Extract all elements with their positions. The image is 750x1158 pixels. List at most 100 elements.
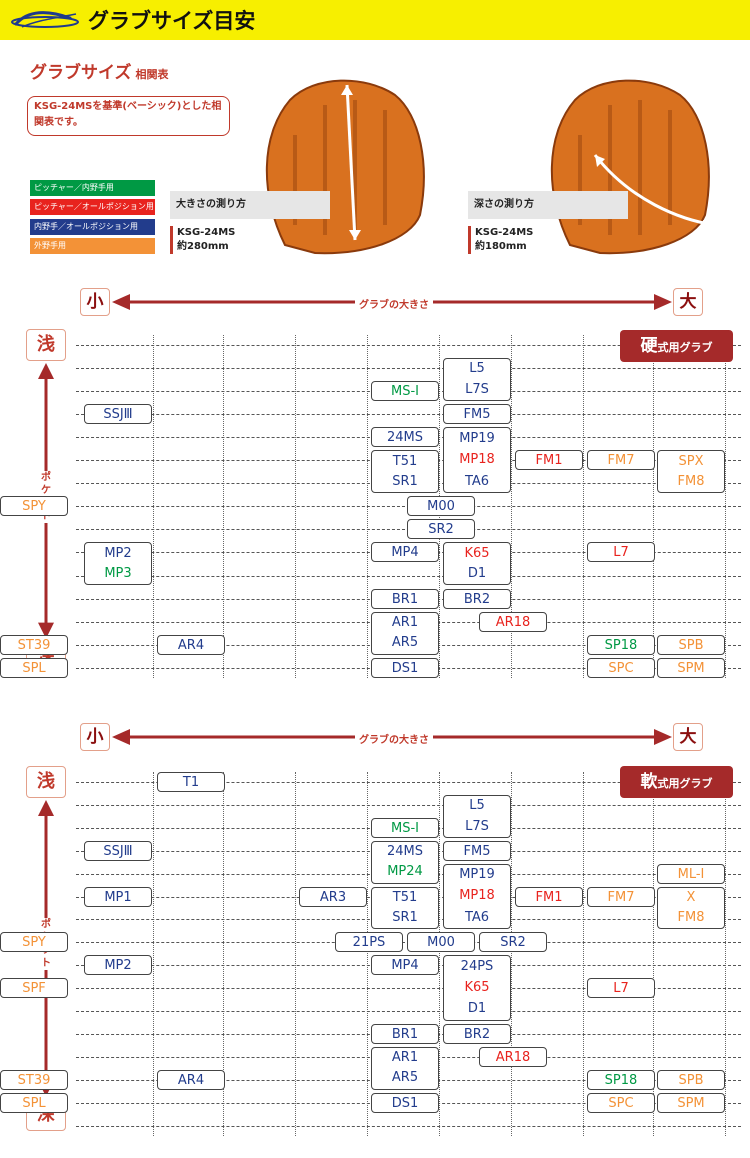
glove-model-label: SSJⅢ [103, 407, 133, 423]
note-box: KSG-24MSを基準(ベーシック)とした相関表です。 [27, 96, 230, 136]
glove-model-box: ST39 [0, 1069, 68, 1090]
size-small-badge: 小 [80, 288, 110, 316]
glove-model-label: X [686, 889, 696, 905]
glove-model-label: MS-I [391, 384, 419, 400]
glove-model-label: MP4 [391, 545, 419, 561]
glove-model-label: T1 [182, 775, 200, 790]
grid-hline [76, 988, 741, 990]
grid-vline [725, 772, 726, 1136]
glove-model-box: SR2 [407, 519, 475, 540]
grid-hline [76, 575, 741, 577]
grid-vline [153, 772, 154, 1136]
glove-model-box: MP4 [371, 542, 439, 563]
glove-model-box: L7 [587, 978, 655, 999]
glove-model-box: X FM8 [657, 886, 725, 930]
glove-model-label: SPC [608, 660, 634, 676]
glove-model-label: L7S [465, 818, 489, 834]
glove-model-box: SSJⅢ [84, 840, 152, 861]
glove-model-box: AR18 [479, 611, 547, 632]
grid-vline [439, 772, 440, 1136]
glove-model-label: ST39 [17, 637, 51, 653]
glove-model-label: TA6 [464, 473, 490, 489]
glove-model-box: BR1 [371, 1023, 439, 1044]
glove-model-label: MP18 [459, 888, 495, 904]
glove-model-label: MP1 [104, 889, 132, 905]
legend-outfield: 外野手用 [30, 238, 155, 254]
glove-model-label: SPB [678, 1072, 704, 1088]
glove-model-box: AR3 [299, 886, 367, 907]
size-measure-title: 大きさの測り方 [170, 191, 330, 219]
grid-hline [76, 804, 741, 806]
grid-hline [76, 345, 741, 346]
glove-model-label: T51 [392, 889, 418, 905]
glove-model-label: MP4 [391, 958, 419, 974]
glove-model-label: L7 [613, 545, 629, 561]
glove-model-box: M00 [407, 932, 475, 953]
glove-model-label: SR1 [392, 910, 418, 926]
section-title: グラブサイズ相関表 [30, 58, 169, 83]
glove-model-box: MP1 [84, 886, 152, 907]
glove-model-label: AR5 [391, 1070, 419, 1086]
glove-model-box: 24MS [371, 427, 439, 448]
glove-type-badge: 硬式用グラブ [620, 330, 733, 362]
glove-model-label: T51 [392, 453, 418, 469]
glove-model-box: ML-I [657, 863, 725, 884]
glove-model-label: SP18 [604, 637, 638, 653]
glove-model-label: ST39 [17, 1072, 51, 1088]
glove-model-label: M00 [427, 499, 455, 515]
grid-hline [76, 782, 741, 783]
size-large-badge: 大 [673, 288, 703, 316]
glove-model-label: L5 [469, 361, 485, 377]
glove-model-label: AR1 [391, 1050, 419, 1066]
glove-model-label: 24PS [460, 958, 494, 974]
glove-model-label: 24MS [386, 430, 423, 446]
glove-model-label: K65 [464, 980, 490, 996]
glove-model-box: MS-I [371, 381, 439, 402]
grid-hline [76, 1125, 741, 1127]
glove-model-label: FM8 [677, 474, 705, 490]
glove-model-box: MS-I [371, 817, 439, 838]
glove-model-label: 24MS [386, 843, 423, 859]
glove-model-label: SPL [22, 660, 46, 676]
grid-hline [76, 414, 741, 416]
glove-model-box: SPC [587, 1092, 655, 1113]
glove-model-box: 21PS [335, 932, 403, 953]
glove-model-label: FM8 [677, 910, 705, 926]
glove-model-label: BR1 [391, 591, 419, 607]
grid-hline [76, 1011, 741, 1012]
glove-model-label: DS1 [391, 660, 419, 676]
glove-model-box: SPL [0, 657, 68, 678]
glove-model-box: BR2 [443, 588, 511, 609]
glove-model-label: FM5 [463, 407, 491, 423]
legend-infield-all: 内野手／オールポジション用 [30, 219, 155, 235]
glove-model-label: FM1 [535, 889, 563, 905]
glove-model-box: SPL [0, 1092, 68, 1113]
glove-model-label: BR2 [463, 1026, 491, 1042]
glove-model-label: SR2 [428, 522, 454, 538]
glove-model-label: SPY [22, 935, 46, 951]
glove-model-label: AR4 [177, 637, 205, 653]
glove-type-badge: 軟式用グラブ [620, 766, 733, 798]
size-small-badge: 小 [80, 723, 110, 751]
glove-type-big: 軟 [640, 772, 658, 792]
glove-model-box: SR2 [479, 932, 547, 953]
glove-model-label: MP19 [459, 867, 495, 883]
glove-model-box: BR2 [443, 1023, 511, 1044]
glove-model-box: SPF [0, 978, 68, 999]
page-title: グラブサイズ目安 [88, 9, 256, 33]
glove-model-box: AR4 [157, 634, 225, 655]
glove-model-label: AR18 [495, 1049, 531, 1065]
glove-model-box: SPY [0, 932, 68, 953]
glove-model-box: FM5 [443, 840, 511, 861]
glove-model-label: M00 [427, 935, 455, 951]
glove-model-box: T1 [157, 772, 225, 792]
glove-model-label: AR4 [177, 1072, 205, 1088]
grid-hline [76, 368, 741, 370]
depth-shallow-badge: 浅 [26, 329, 66, 361]
